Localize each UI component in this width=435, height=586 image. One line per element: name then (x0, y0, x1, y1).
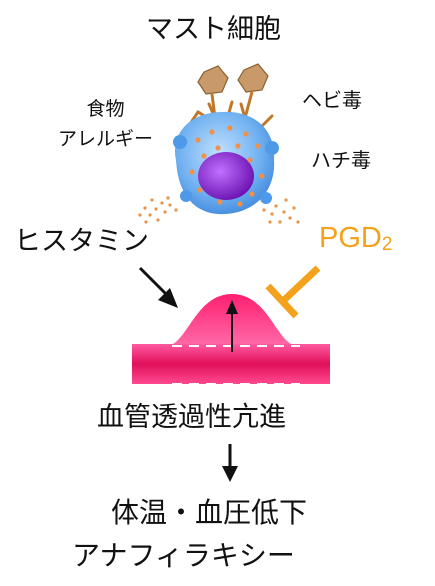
vascular-permeability-label: 血管透過性亢進 (97, 402, 286, 433)
temperature-bp-drop-label: 体温・血圧低下 (111, 496, 308, 529)
granule-spray-right (262, 198, 300, 224)
snake-venom-label: ヘビ毒 (302, 88, 362, 112)
food-allergy-line2: アレルギー (58, 128, 154, 150)
mast-cell-title: マスト細胞 (146, 14, 281, 45)
down-arrow (222, 444, 238, 482)
histamine-label: ヒスタミン (14, 226, 149, 257)
allergen-icon (197, 63, 269, 119)
food-allergy-label: 食物 アレルギー (58, 94, 153, 154)
bee-venom-label: ハチ毒 (311, 148, 371, 172)
histamine-arrow (138, 266, 178, 308)
mast-cell (173, 111, 279, 215)
granule-spray-left (138, 196, 178, 224)
food-allergy-line1: 食物 (86, 98, 125, 120)
blood-vessel (132, 294, 330, 385)
pgd2-main: PGD (319, 222, 382, 254)
pgd2-inhibition-icon (265, 265, 321, 319)
anaphylaxis-label: アナフィラキシー (72, 539, 295, 572)
pgd2-label: PGD2 (319, 222, 393, 255)
pgd2-subscript: 2 (381, 234, 393, 255)
